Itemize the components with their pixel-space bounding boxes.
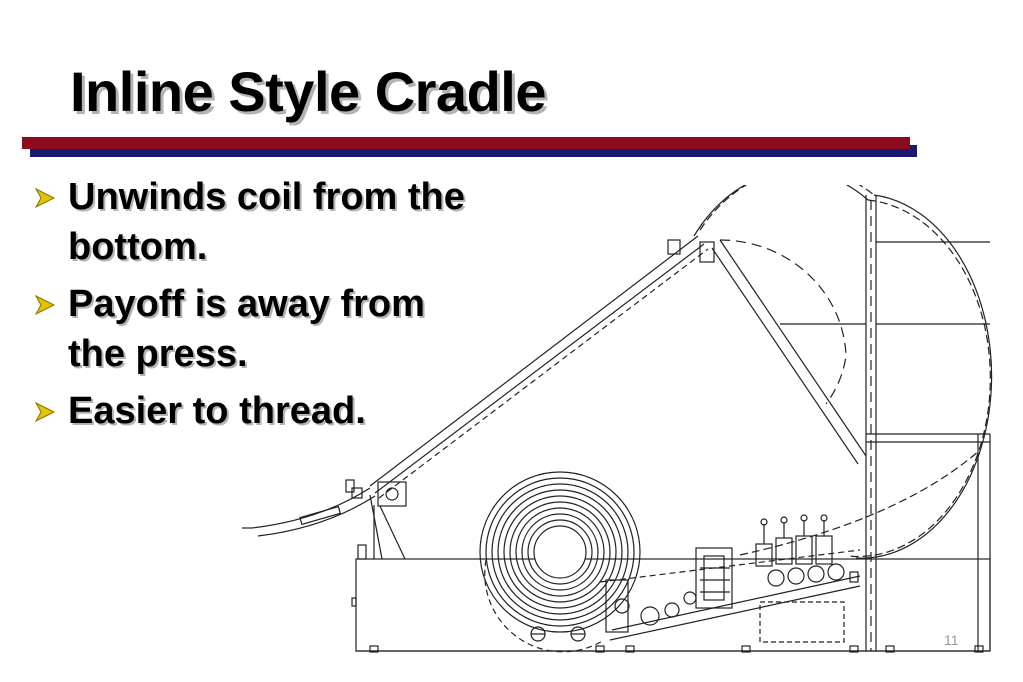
straightener-assembly	[605, 514, 859, 643]
coil	[479, 471, 641, 633]
arrowhead-bullet-icon	[34, 294, 56, 316]
bullet-item: Easier to thread.	[34, 386, 474, 436]
title-underline	[22, 137, 910, 149]
bullet-item: Payoff is away from the press.	[34, 279, 474, 379]
bullet-list: Unwinds coil from the bottom. Payoff is …	[34, 172, 474, 443]
support-strut	[719, 239, 867, 457]
page-number: 11	[944, 632, 959, 648]
bullet-text: Unwinds coil from the bottom.	[68, 176, 465, 268]
threading-table	[369, 235, 699, 487]
arrowhead-bullet-icon	[34, 401, 56, 423]
arrowhead-bullet-icon	[34, 187, 56, 209]
slide-title: Inline Style Cradle	[70, 60, 547, 123]
cradle-technical-drawing	[242, 185, 993, 653]
bullet-text: Payoff is away from the press.	[68, 283, 425, 375]
bullet-item: Unwinds coil from the bottom.	[34, 172, 474, 272]
bullet-text: Easier to thread.	[68, 390, 366, 432]
